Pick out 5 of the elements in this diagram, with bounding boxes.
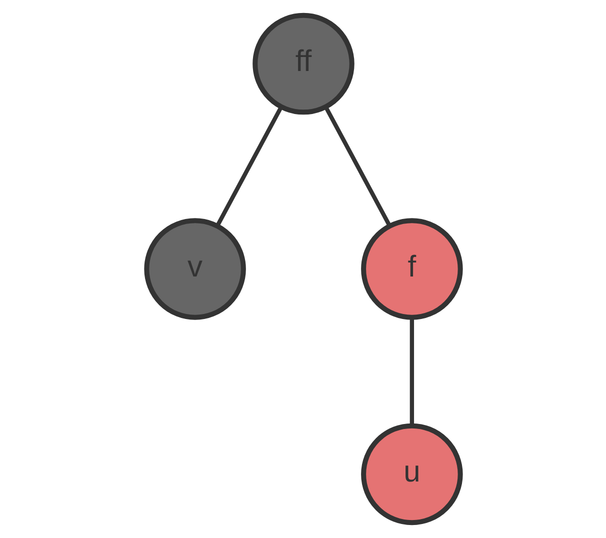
node-circle: u [360, 423, 462, 526]
connector [323, 106, 391, 226]
connector [215, 106, 283, 226]
connector [409, 317, 414, 426]
node-circle: f [360, 218, 462, 320]
